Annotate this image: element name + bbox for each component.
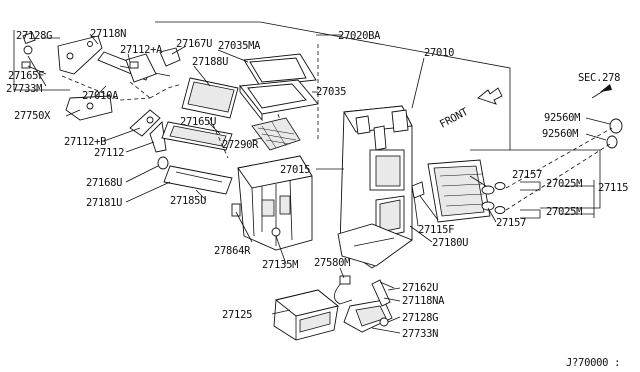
label-27115: 27115 [598,182,628,194]
leader-lines [27,33,611,334]
heater-case-lower [231,155,313,251]
label-27010: 27010 [424,47,454,59]
front-arrow [477,87,503,105]
label-27128G-bottom: 27128G [402,312,438,324]
diagram-code: J?70000 : [566,357,620,369]
label-27112: 27112 [94,147,124,159]
label-27580M: 27580M [314,257,350,269]
label-27733M: 27733M [6,83,42,95]
label-27162U: 27162U [402,282,438,294]
label-27025M-b: 27025M [546,206,582,218]
actuator-assembly [273,275,395,341]
label-27165U: 27165U [180,116,216,128]
label-27125: 27125 [222,309,252,321]
sec-arrow-icon [591,84,612,99]
label-27168U: 27168U [86,177,122,189]
label-27010A: 27010A [82,90,119,102]
label-27167U: 27167U [176,38,212,50]
assembly-boundary [13,21,601,209]
label-27128G-top: 27128G [16,30,52,42]
link-lever-assembly [21,31,183,170]
part-labels: 27128G 27118N 27165F 27733M 27112+A 2716… [6,28,628,369]
label-27864R: 27864R [214,245,251,257]
label-front: FRONT [438,105,471,130]
blower-motor-parts [411,118,623,223]
label-27112A: 27112+A [120,44,163,56]
label-27118NA: 27118NA [402,295,445,307]
label-27188U: 27188U [192,56,228,68]
filter-duct-parts [161,44,319,195]
label-27750X: 27750X [14,110,51,122]
label-27157-b: 27157 [496,217,526,229]
label-92560M-a: 92560M [544,112,580,124]
label-27112B: 27112+B [64,136,106,148]
label-27020BA: 27020BA [338,30,381,42]
label-27135M: 27135M [262,259,298,271]
label-27035MA: 27035MA [218,40,261,52]
label-27733N: 27733N [402,328,438,340]
label-27025M-a: 27025M [546,178,582,190]
label-27181U: 27181U [86,197,122,209]
label-92560M-b: 92560M [542,128,578,140]
label-27015: 27015 [280,164,310,176]
label-27165F: 27165F [8,70,44,82]
label-sec278: SEC.278 [578,72,620,84]
heater-case-center [337,105,413,269]
label-27185U: 27185U [170,195,206,207]
label-27290R: 27290R [222,139,259,151]
label-27157-a: 27157 [512,169,542,181]
label-27035: 27035 [316,86,346,98]
label-27180U: 27180U [432,237,468,249]
label-27118N: 27118N [90,28,126,40]
label-27115F: 27115F [418,224,454,236]
